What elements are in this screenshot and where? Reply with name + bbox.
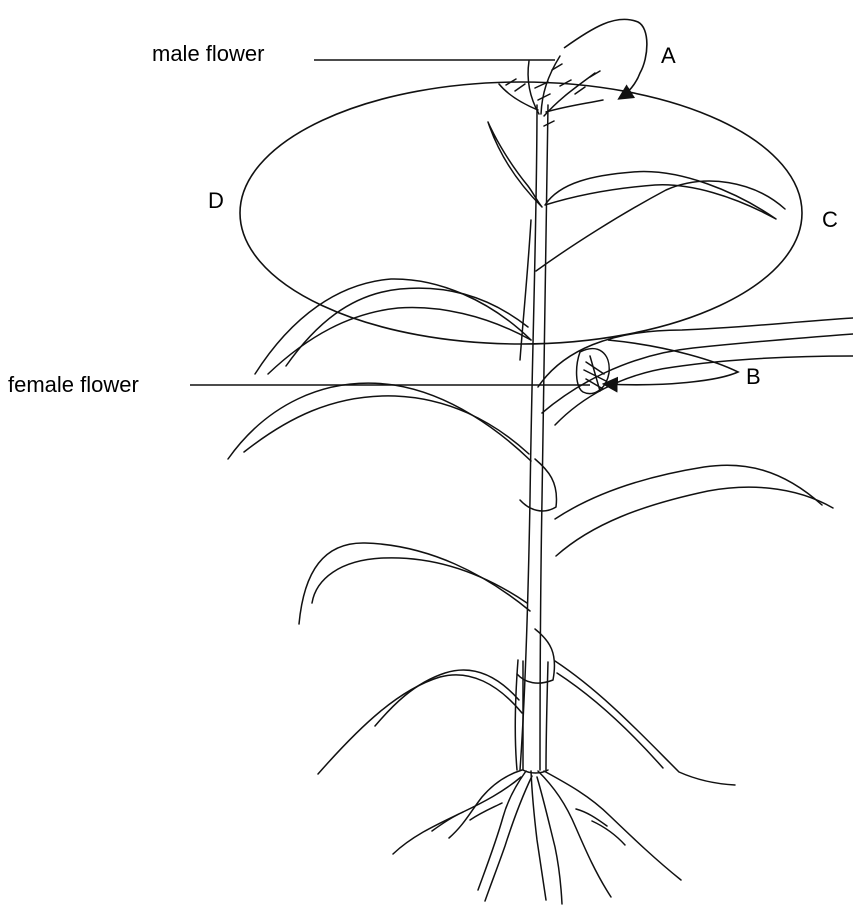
annotation-lines — [190, 19, 802, 385]
corn-plant — [228, 56, 853, 904]
root-2 — [478, 771, 526, 890]
right-middle-leaf-outer — [555, 465, 822, 519]
label-a: A — [661, 43, 676, 68]
lowest-right-leaf-outer — [555, 661, 735, 785]
mid-right-leaf-outer — [538, 318, 853, 387]
root-4 — [538, 771, 611, 897]
region-d-c-ellipse — [240, 82, 802, 344]
male-flower-label: male flower — [152, 41, 264, 66]
lower-left-leaf-2-inner — [312, 558, 527, 603]
sheath-right-line — [546, 662, 548, 770]
root-5 — [544, 771, 681, 880]
sheath-left-line — [515, 660, 518, 770]
label-b: B — [746, 364, 761, 389]
tassel-right-main — [544, 73, 595, 116]
mid-left-leaf-inner — [286, 288, 528, 366]
upper-left-leaf — [488, 122, 542, 207]
lowest-left-leaf-inner — [375, 670, 519, 726]
stem-node-2 — [520, 459, 556, 511]
mid-left-leaf-outer — [255, 279, 531, 374]
upper-right-leaf — [545, 172, 776, 219]
label-d: D — [208, 188, 224, 213]
tassel-spikelets — [506, 64, 600, 126]
upper-right-leaf-vein — [536, 181, 785, 271]
tassel-center-main — [541, 56, 560, 114]
root-7 — [485, 776, 532, 901]
female-flower-cluster-outline — [577, 349, 610, 394]
mid-left-leaf-lower — [268, 307, 531, 374]
root-3 — [531, 771, 546, 900]
lowest-left-leaf-outer — [318, 675, 522, 774]
lowest-right-leaf-inner — [557, 673, 663, 768]
female-flower-label: female flower — [8, 372, 139, 397]
right-middle-leaf-inner — [556, 487, 833, 556]
label-c: C — [822, 207, 838, 232]
root-branches — [432, 803, 625, 845]
